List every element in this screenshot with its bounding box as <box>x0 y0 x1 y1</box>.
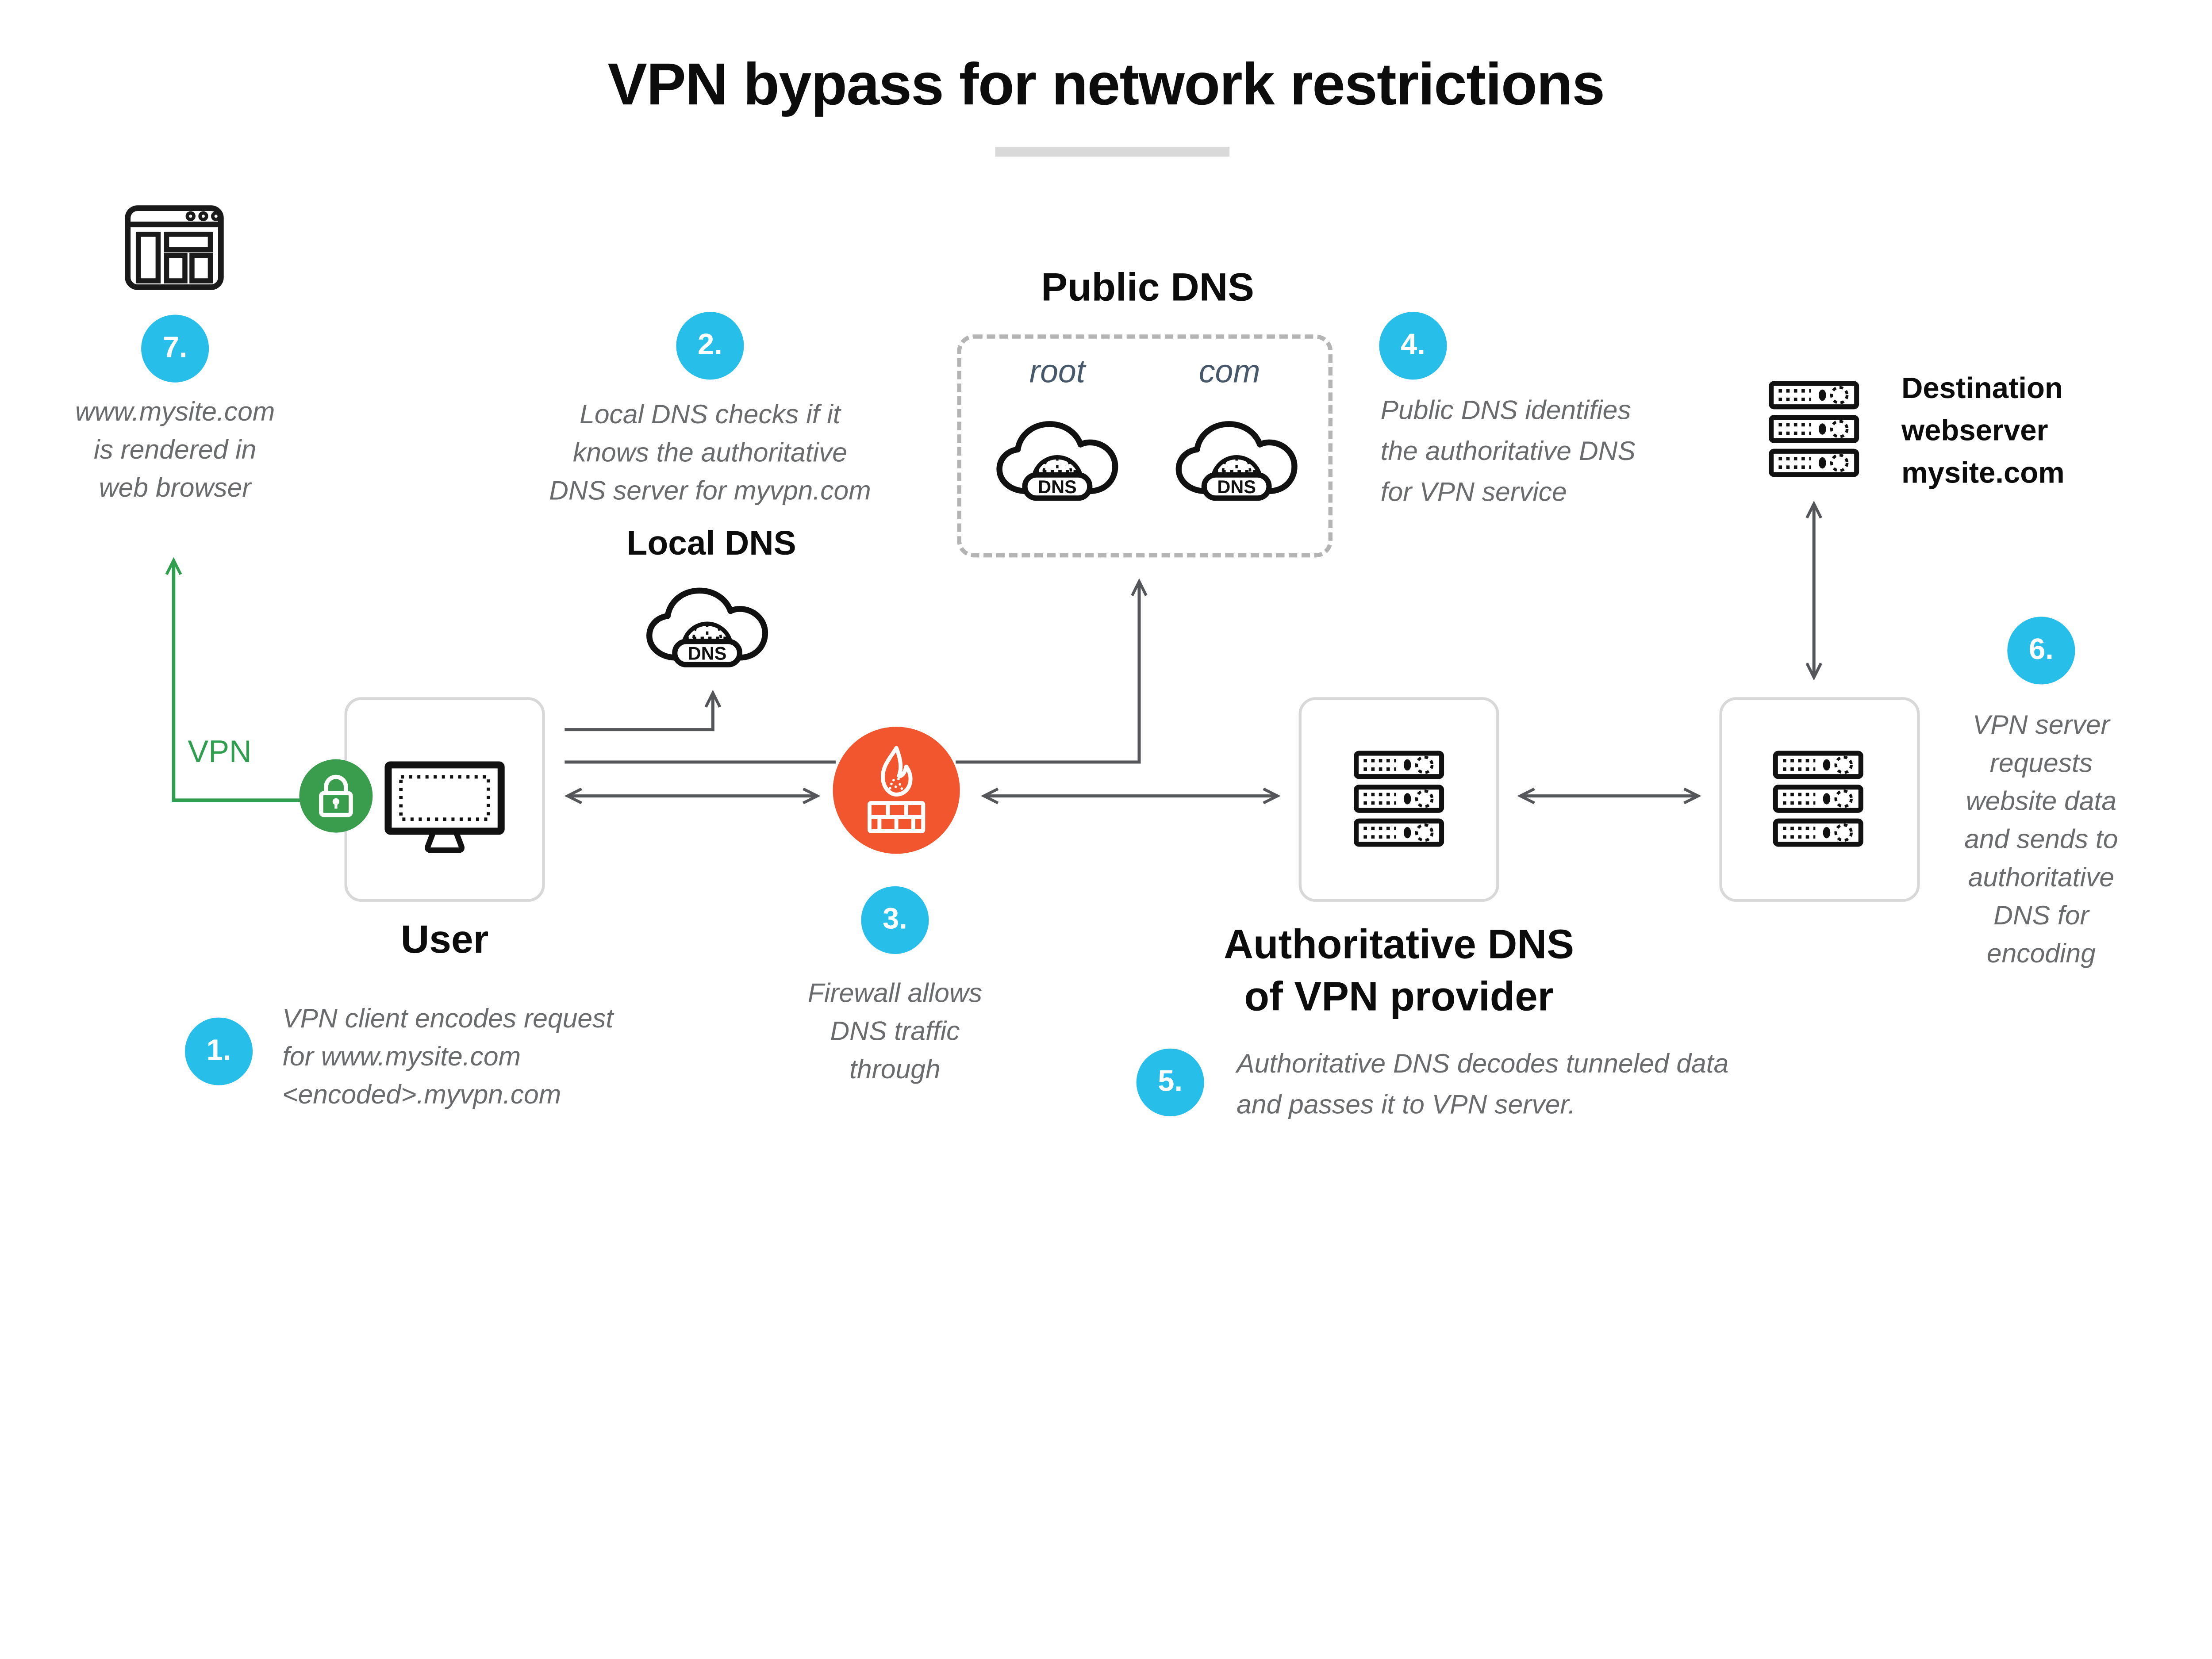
public-dns-group-box <box>957 334 1333 558</box>
step-3-number: 3. <box>883 903 907 936</box>
step-5-text: Authoritative DNS decodes tunneled data … <box>1237 1050 1729 1121</box>
authoritative-dns-heading: Authoritative DNS of VPN provider <box>1224 923 1574 1020</box>
root-dns-badge-label: DNS <box>1038 476 1077 497</box>
firewall-icon <box>833 727 960 854</box>
step-6-text: VPN server requests website data and sen… <box>1964 711 2118 970</box>
com-dns-label: com <box>1198 352 1260 390</box>
step-6-number: 6. <box>2028 633 2054 667</box>
step-6-badge: 6. <box>2007 617 2075 685</box>
step-3-badge: 3. <box>861 886 929 954</box>
computer-monitor-icon <box>384 761 505 853</box>
step-2-badge: 2. <box>676 312 744 380</box>
step-4-number: 4. <box>1401 329 1425 361</box>
destination-server-icon <box>1769 381 1859 477</box>
local-dns-heading: Local DNS <box>626 525 796 563</box>
local-dns-badge-label: DNS <box>688 643 727 664</box>
step-1-badge: 1. <box>184 1017 253 1085</box>
com-dns-badge-label: DNS <box>1217 476 1256 497</box>
step-3-text: Firewall allows DNS traffic through <box>807 979 983 1085</box>
browser-window-icon <box>125 205 224 290</box>
local-dns-cloud-icon: DNS <box>646 587 768 667</box>
authoritative-dns-server-icon <box>1353 751 1444 847</box>
step-1-text: VPN client encodes request for www.mysit… <box>282 1004 614 1111</box>
step-2-number: 2. <box>698 329 722 361</box>
arrow-firewall-to-public-dns <box>956 578 1148 764</box>
vpn-bypass-diagram: VPN bypass for network restrictions 7. w… <box>75 50 2118 1121</box>
step-4-text: Public DNS identifies the authoritative … <box>1380 396 1636 508</box>
user-heading: User <box>400 917 489 961</box>
vpn-lock-icon <box>299 759 373 833</box>
page-title: VPN bypass for network restrictions <box>607 50 1605 117</box>
root-dns-cloud-icon: DNS <box>996 421 1118 501</box>
public-dns-heading: Public DNS <box>1041 265 1254 309</box>
step-7-text: www.mysite.com is rendered in web browse… <box>75 398 275 504</box>
vpn-server-icon <box>1773 751 1863 847</box>
step-7-badge: 7. <box>141 314 209 383</box>
title-underline <box>995 146 1230 157</box>
step-7-number: 7. <box>162 331 188 364</box>
destination-heading: Destination webserver mysite.com <box>1901 372 2065 490</box>
connector-layer <box>165 500 1822 805</box>
step-4-badge: 4. <box>1379 312 1447 380</box>
arrow-vpn-tunnel-green <box>165 557 305 802</box>
step-2-text: Local DNS checks if it knows the authori… <box>549 401 871 507</box>
com-dns-cloud-icon: DNS <box>1175 421 1298 501</box>
arrow-user-to-local-dns <box>565 690 722 732</box>
step-5-number: 5. <box>1158 1065 1183 1098</box>
root-dns-label: root <box>1029 352 1086 390</box>
step-1-number: 1. <box>206 1034 231 1067</box>
step-5-badge: 5. <box>1136 1048 1204 1116</box>
vpn-tunnel-label: VPN <box>188 734 252 769</box>
